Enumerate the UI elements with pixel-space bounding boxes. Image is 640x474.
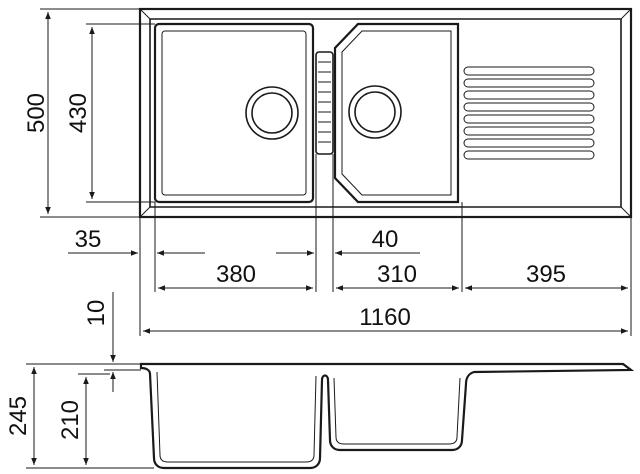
sink-top-view bbox=[138, 7, 633, 219]
large-bowl-drain bbox=[245, 86, 299, 140]
total-height-label: 245 bbox=[5, 396, 32, 436]
dim-divider-gap: 40 bbox=[276, 226, 420, 256]
small-bowl-drain bbox=[348, 85, 402, 139]
dim-section-widths: 380 310 395 bbox=[158, 261, 628, 291]
overall-depth-label: 500 bbox=[23, 93, 50, 133]
drainer-grooves bbox=[463, 66, 595, 160]
dim-total-height: 245 bbox=[5, 363, 154, 469]
left-margin-label: 35 bbox=[75, 226, 102, 253]
dim-bowl-depth: 430 bbox=[65, 23, 155, 203]
small-bowl-width-label: 310 bbox=[377, 261, 417, 288]
sink-outer-rim bbox=[138, 7, 633, 219]
bowl-height-label: 210 bbox=[57, 400, 84, 440]
rim-thickness-label: 10 bbox=[83, 300, 110, 327]
dim-bowl-height: 210 bbox=[57, 373, 110, 465]
large-bowl bbox=[153, 22, 315, 204]
large-bowl-width-label: 380 bbox=[216, 261, 256, 288]
dim-left-margin: 35 bbox=[68, 226, 205, 256]
drainer-width-label: 395 bbox=[526, 261, 566, 288]
divider-gap-label: 40 bbox=[372, 226, 399, 253]
divider-ribs bbox=[315, 51, 334, 155]
sink-inner-rim bbox=[149, 18, 622, 208]
overall-width-label: 1160 bbox=[359, 304, 411, 331]
dim-overall-depth: 500 bbox=[23, 8, 140, 218]
dim-rim-thickness: 10 bbox=[83, 292, 141, 392]
bowl-depth-label: 430 bbox=[65, 93, 92, 133]
small-bowl bbox=[333, 22, 460, 204]
dim-overall-width: 1160 bbox=[143, 304, 628, 334]
sink-side-view bbox=[139, 362, 635, 470]
